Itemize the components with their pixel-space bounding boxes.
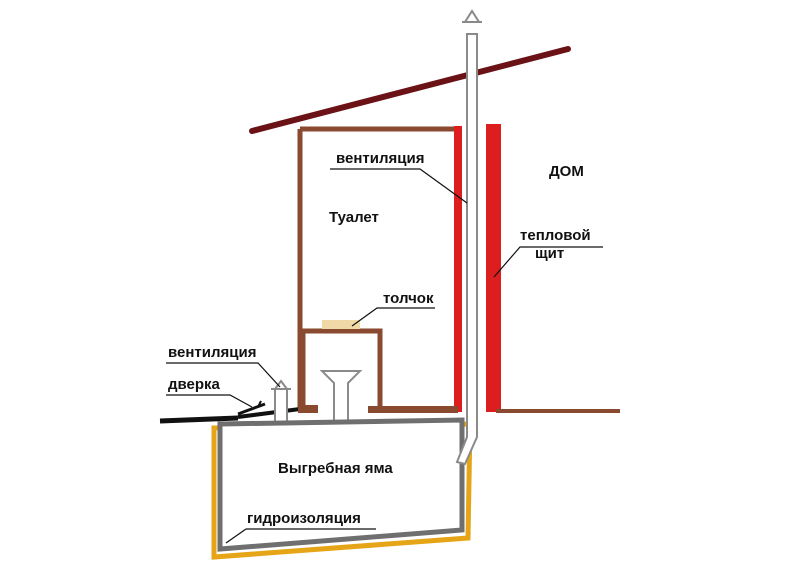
hatch-line — [237, 402, 266, 416]
label-thermal-shield-line1: тепловой — [520, 227, 591, 244]
ventilation-pipe-cap — [463, 9, 481, 23]
label-toilet-seat: толчок — [383, 290, 434, 307]
leader-ventilation-top — [330, 168, 468, 204]
ground-line-hatch — [237, 407, 301, 419]
ground-line-left — [159, 415, 239, 424]
label-ventilation-small: вентиляция — [168, 344, 256, 361]
label-house: ДОМ — [549, 163, 584, 180]
ventilation-pipe — [455, 33, 478, 466]
toilet-seat-lid — [322, 320, 360, 329]
label-cesspool: Выгребная яма — [278, 460, 393, 477]
toilet-seat-box — [300, 328, 383, 410]
roof-line — [249, 46, 571, 134]
label-hatch: дверка — [168, 376, 221, 393]
leader-hatch — [166, 394, 253, 408]
leader-toilet-seat — [351, 307, 435, 327]
toilet-floor-left — [298, 405, 318, 413]
thermal-shield — [486, 124, 501, 412]
toilet-floor-right — [368, 406, 458, 413]
cesspool-pit — [217, 417, 465, 552]
label-ventilation-top: вентиляция — [336, 150, 424, 167]
leader-thermal-shield — [493, 246, 603, 278]
toilet-red-wall — [454, 126, 462, 412]
hatch-handle — [257, 400, 262, 408]
label-toilet: Туалет — [329, 209, 379, 226]
label-thermal-shield-line2: щит — [535, 245, 564, 262]
leader-ventilation-small — [166, 362, 281, 388]
label-waterproofing: гидроизоляция — [247, 510, 361, 527]
leader-waterproofing-tail — [225, 528, 247, 544]
